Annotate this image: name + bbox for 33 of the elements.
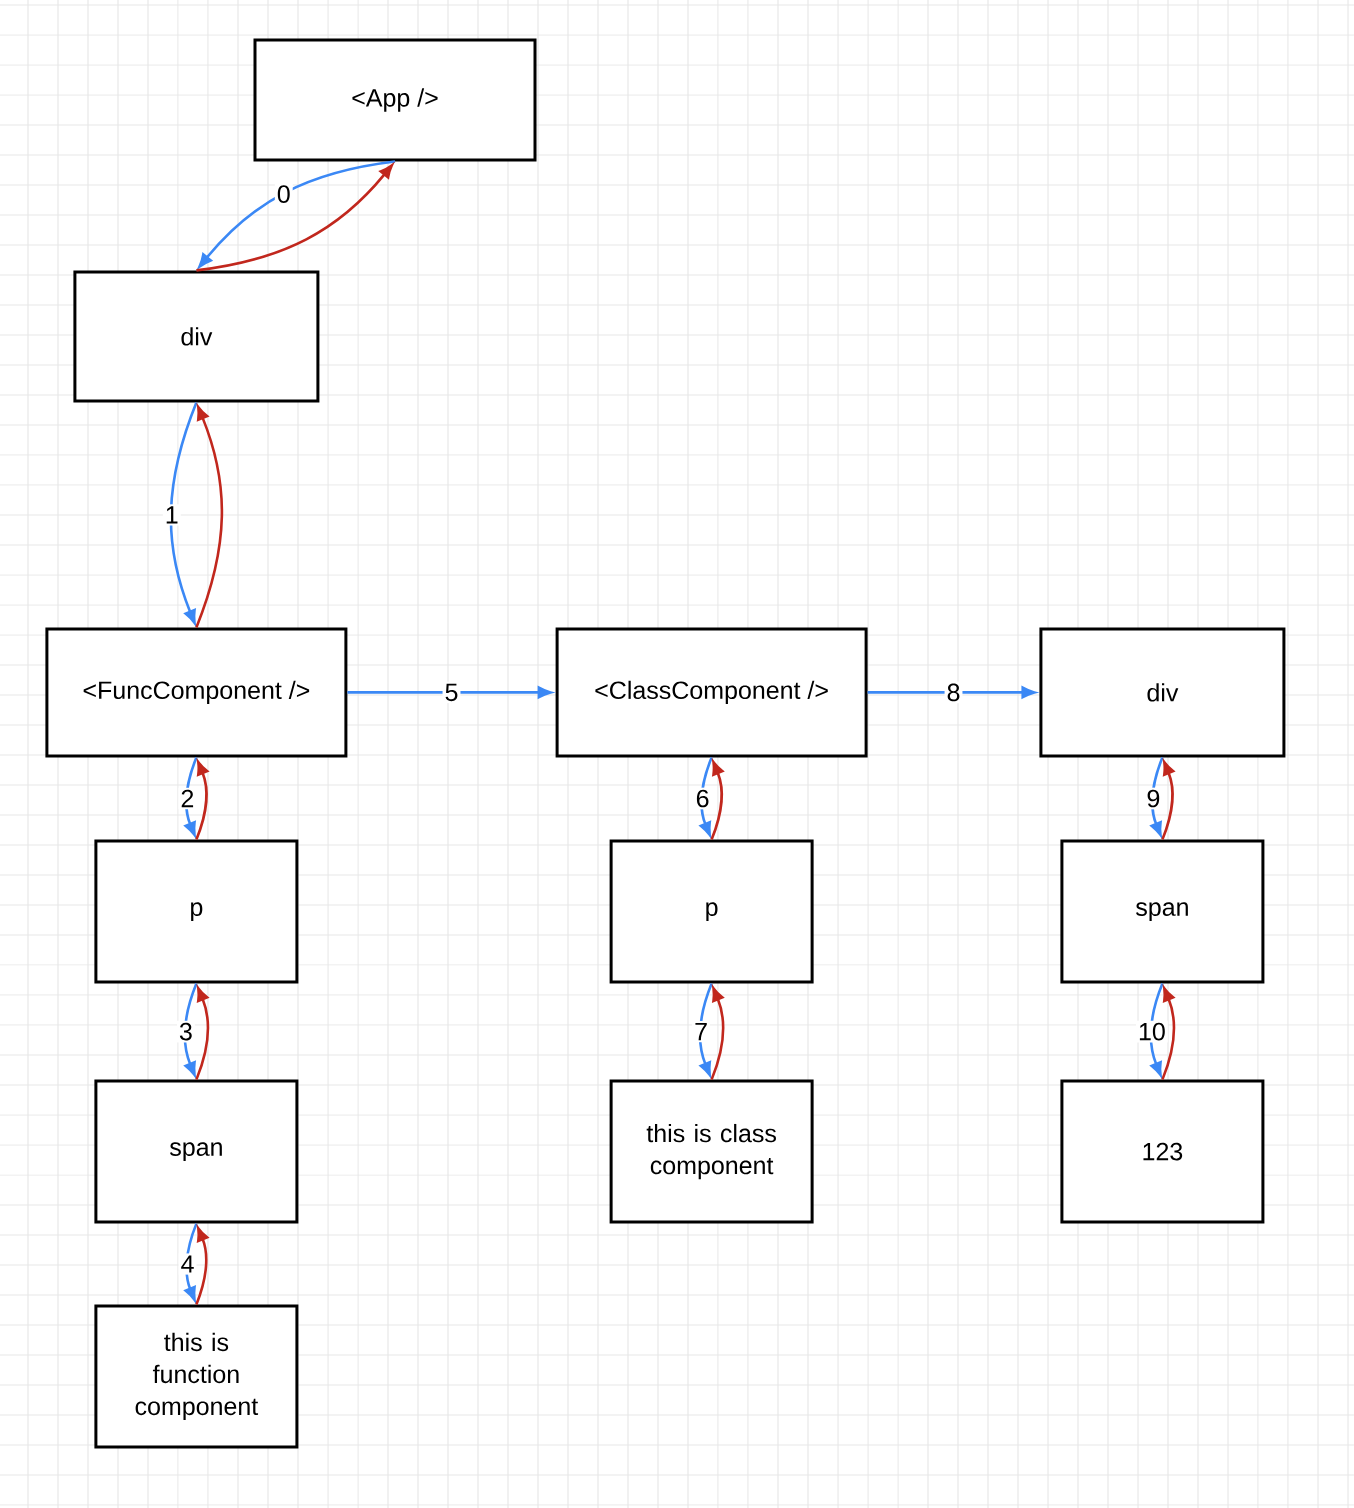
arrow: [183, 983, 198, 1077]
arrow: [184, 1223, 198, 1301]
arrow: [699, 756, 713, 837]
process-box: <FuncComponent />: [45, 627, 348, 758]
process-box: 123: [1060, 1079, 1265, 1224]
arrow: [698, 983, 713, 1077]
arrow: [1161, 760, 1175, 841]
process-box: <ClassComponent />: [555, 627, 868, 758]
arrow: [195, 760, 209, 841]
edge-label: 7: [692, 1021, 711, 1043]
process-box: this is function component: [94, 1304, 299, 1449]
process-box: span: [94, 1079, 299, 1224]
process-box: this is class component: [609, 1079, 814, 1224]
edge-label: 3: [176, 1020, 195, 1043]
arrow: [710, 760, 724, 841]
arrow: [169, 401, 198, 624]
arrow: [195, 405, 224, 628]
edge-label: 0: [274, 183, 293, 205]
edge-label: 2: [178, 787, 197, 810]
process-box: div: [1039, 627, 1286, 758]
process-box: div: [73, 270, 320, 403]
edge-label: 4: [178, 1253, 197, 1275]
process-box: <App />: [253, 38, 537, 162]
edge-label: 10: [1136, 1020, 1168, 1043]
process-box: p: [609, 839, 814, 984]
edge-label: 1: [162, 504, 181, 526]
edge-label: 9: [1144, 787, 1163, 810]
edge-label: 6: [693, 787, 712, 810]
arrow: [184, 756, 198, 837]
arrow: [1149, 983, 1164, 1077]
process-box: span: [1060, 839, 1265, 984]
process-box: p: [94, 839, 299, 984]
arrow: [1150, 756, 1164, 837]
